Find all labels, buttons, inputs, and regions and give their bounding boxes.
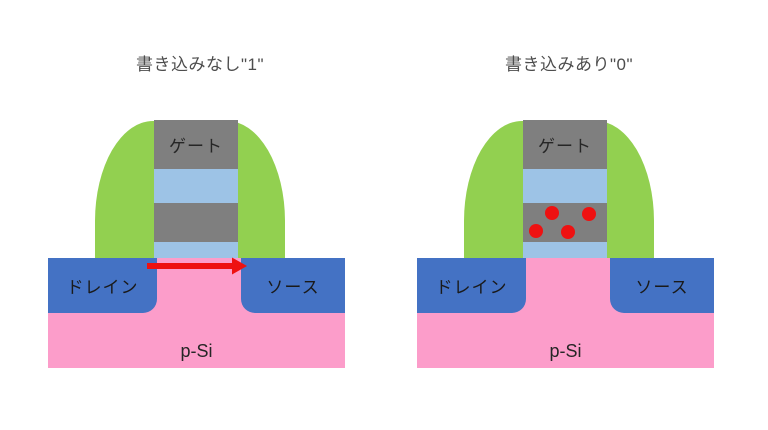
tunnel-oxide — [154, 242, 238, 258]
electron-dot — [545, 206, 559, 220]
source-label: ソース — [266, 278, 320, 297]
source-region: ソース — [610, 258, 714, 313]
gate-label: ゲート — [169, 137, 223, 156]
channel-current-arrow — [147, 257, 247, 275]
electron-dot — [582, 207, 596, 221]
floating-gate — [154, 203, 238, 242]
electron-dot — [529, 224, 543, 238]
diagram-written: 書き込みあり"0" p-Si ドレイン ソース ゲート — [369, 0, 762, 430]
source-label: ソース — [635, 278, 689, 297]
control-gate: ゲート — [523, 120, 607, 169]
source-region: ソース — [241, 258, 345, 313]
substrate-label: p-Si — [180, 341, 213, 361]
substrate-label: p-Si — [549, 341, 582, 361]
tunnel-oxide — [523, 242, 607, 258]
diagram-no-write: 書き込みなし"1" p-Si ドレイン ソース ゲート — [48, 55, 345, 368]
inter-gate-dielectric — [154, 169, 238, 203]
control-gate: ゲート — [154, 120, 238, 169]
drain-label: ドレイン — [435, 278, 508, 297]
drain-region: ドレイン — [48, 258, 157, 313]
gate-label: ゲート — [538, 137, 592, 156]
drain-region: ドレイン — [417, 258, 526, 313]
electron-dot — [561, 225, 575, 239]
diagram-title: 書き込みなし"1" — [135, 55, 265, 74]
diagram-title: 書き込みあり"0" — [504, 55, 634, 74]
drain-label: ドレイン — [66, 278, 139, 297]
inter-gate-dielectric — [523, 169, 607, 203]
